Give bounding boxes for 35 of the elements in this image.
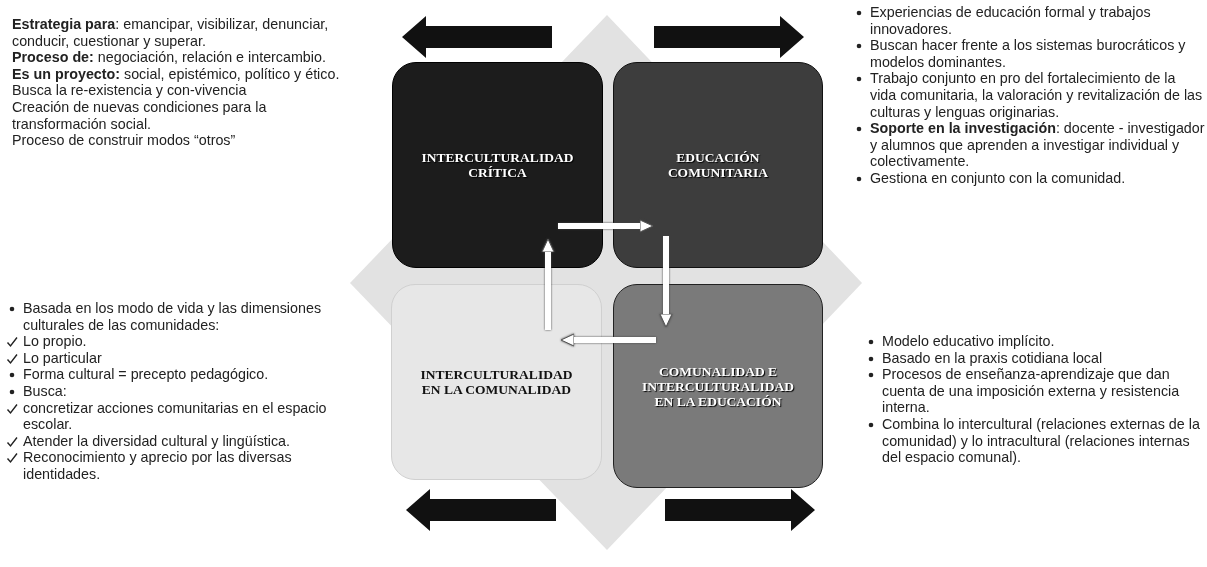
bullet-item: Soporte en la investigación: docente - investigador y alumnos que aprenden a investigar individual y colectivamente. (870, 120, 1205, 170)
check-item: concretizar acciones comunitarias en el espacio escolar. (23, 399, 328, 433)
text-line: Es un proyecto: social, epistémico, político y ético. (12, 65, 341, 83)
quadrant-box (392, 62, 603, 268)
bullet-item: Trabajo conjunto en pro del fortalecimiento de la vida comunitaria, la valoración y revitalización de las culturas y lenguas originarias. (870, 70, 1204, 121)
bullet-item: Gestiona en conjunto con la comunidad. (870, 169, 1127, 187)
text-line: Proceso de: negociación, relación e intercambio. (12, 49, 327, 66)
bullet-item: Basada en los modo de vida y las dimensiones culturales de las comunidades: (23, 300, 323, 334)
bullet-item: Combina lo intercultural (relaciones externas de la comunidad) y lo intracultural (relaciones internas del espacio comunal). (882, 415, 1201, 466)
text-line: Proceso de construir modos “otros” (12, 132, 237, 149)
quadrant-title: COMUNALIDAD E INTERCULTURALIDAD EN LA EDUCACIÓN (641, 363, 795, 409)
quadrant-title: INTERCULTURALIDAD EN LA COMUNALIDAD (419, 367, 574, 397)
quadrant-title: EDUCACIÓN COMUNITARIA (666, 150, 770, 180)
bullet-item: Buscan hacer frente a los sistemas burocráticos y modelos dominantes. (870, 37, 1187, 71)
bullet-item: Modelo educativo implícito. (882, 333, 1056, 350)
bullet-item: Basado en la praxis cotidiana local (882, 349, 1104, 367)
text-line: Creación de nuevas condiciones para la transformación social. (12, 98, 268, 133)
bullet-item: Experiencias de educación formal y trabajos innovadores. (870, 4, 1152, 38)
cycle-arrow (560, 333, 656, 347)
check-item: Reconocimiento y aprecio por las diversas identidades. (23, 449, 293, 483)
text-line: Estrategia para: emancipar, visibilizar, denunciar, conducir, cuestionar y superar. (12, 16, 330, 50)
bullet-item: Busca: (23, 382, 68, 400)
cycle-arrow (541, 238, 555, 330)
bullet-item: Forma cultural = precepto pedagógico. (23, 366, 270, 383)
quadrant-box (613, 62, 823, 268)
check-item: Lo particular (23, 349, 103, 367)
check-item: Lo propio. (23, 333, 88, 350)
bullet-item: Procesos de enseñanza-aprendizaje que dan cuenta de una imposición externa y resistencia interna. (882, 366, 1181, 416)
cycle-arrow (659, 236, 673, 328)
quadrant-box (613, 284, 823, 488)
quadrant-box (391, 284, 602, 480)
cycle-arrow (558, 219, 654, 233)
check-item: Atender la diversidad cultural y lingüística. (23, 432, 291, 450)
quadrant-title: INTERCULTURALIDAD CRÍTICA (420, 150, 575, 180)
text-line: Busca la re-existencia y con-vivencia (12, 82, 248, 99)
